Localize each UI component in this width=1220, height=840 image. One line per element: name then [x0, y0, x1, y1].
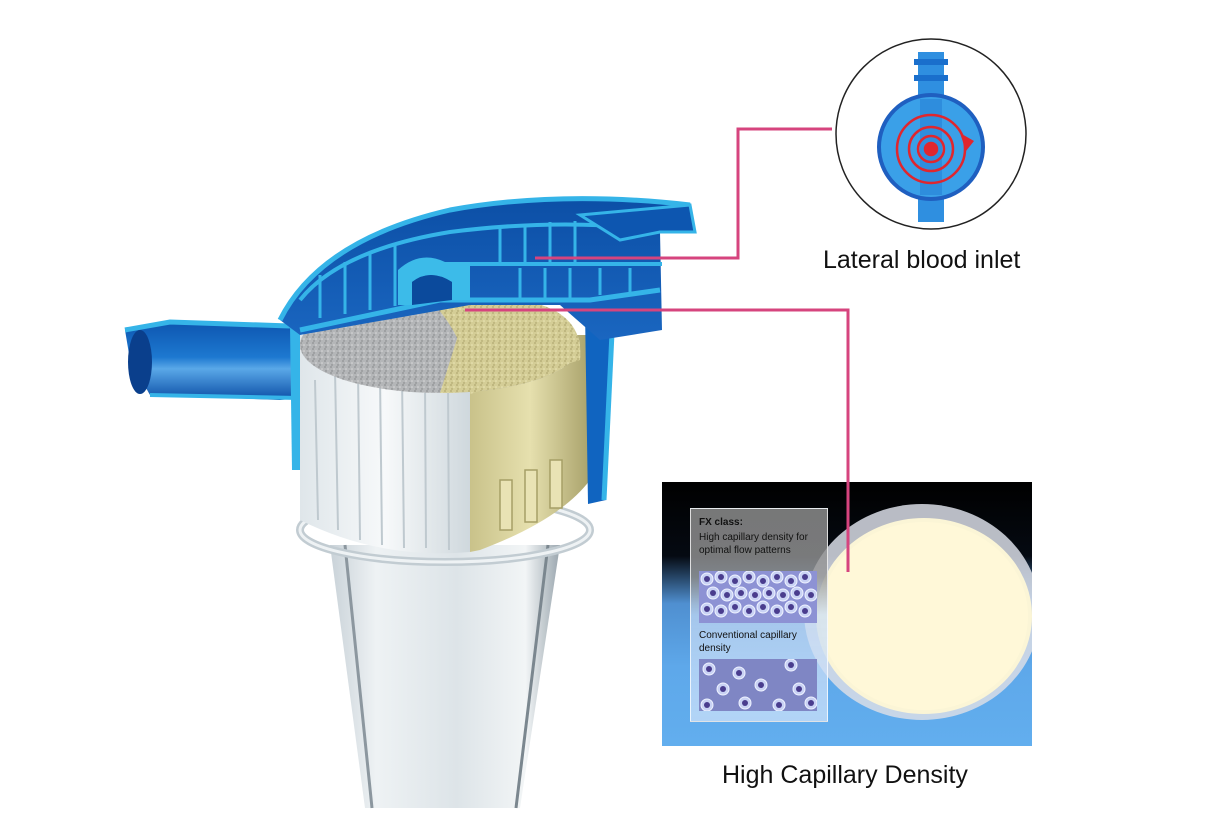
capillary-density-inset: FX class: High capillary density for opt…	[662, 482, 1032, 746]
conventional-density-micrograph	[699, 659, 817, 711]
capillary-density-label: High Capillary Density	[722, 761, 968, 789]
lateral-inlet-label: Lateral blood inlet	[823, 246, 1021, 274]
lateral-inlet-inset	[834, 37, 1028, 231]
high-density-micrograph	[699, 571, 817, 623]
capillary-legend: FX class: High capillary density for opt…	[690, 508, 828, 722]
legend-title: FX class:	[699, 517, 743, 528]
legend-conventional-description: Conventional capillary density	[699, 630, 797, 654]
lateral-inlet-flow-icon	[835, 38, 1027, 230]
legend-fx-description: High capillary density for optimal flow …	[699, 532, 808, 556]
potting-disc-photo	[804, 504, 1032, 720]
